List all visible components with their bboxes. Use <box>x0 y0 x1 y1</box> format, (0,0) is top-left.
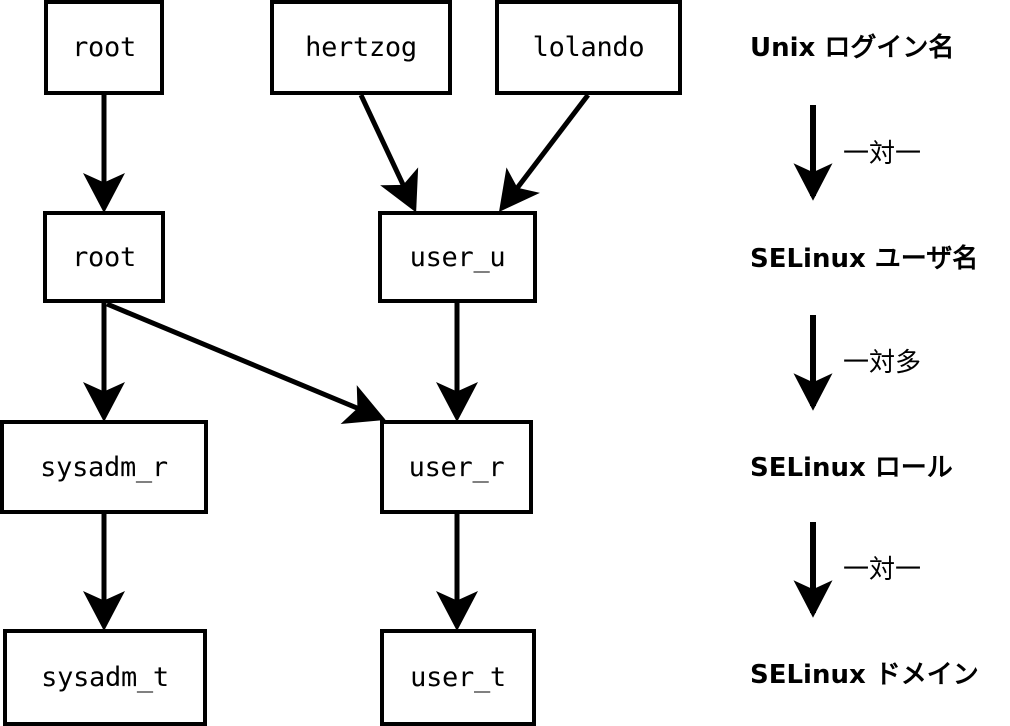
node-label: sysadm_r <box>40 451 168 483</box>
node-label: user_t <box>410 662 506 693</box>
relation-label-login-to-user: 一対一 <box>843 139 922 169</box>
relation-label-role-to-domain: 一対一 <box>843 555 922 585</box>
node-label: sysadm_t <box>41 662 169 693</box>
node-domain-user-t[interactable]: user_t <box>380 629 536 726</box>
node-label: root <box>72 241 136 273</box>
node-role-sysadm-r[interactable]: sysadm_r <box>0 420 208 514</box>
legend-level-selinux-user: SELinux ユーザ名 <box>750 244 979 274</box>
edge-hertzog-to-useru <box>358 93 419 213</box>
node-seuser-user-u[interactable]: user_u <box>378 211 537 303</box>
edge-seroot-to-userr <box>106 301 386 424</box>
node-label: root <box>72 32 136 63</box>
node-unix-root[interactable]: root <box>44 0 164 95</box>
node-unix-hertzog[interactable]: hertzog <box>270 0 452 95</box>
legend-level-unix-login: Unix ログイン名 <box>750 33 955 63</box>
node-unix-lolando[interactable]: lolando <box>495 0 682 95</box>
legend-level-selinux-domain: SELinux ドメイン <box>750 660 979 690</box>
node-label: user_r <box>408 451 505 483</box>
legend-level-selinux-role: SELinux ロール <box>750 453 953 483</box>
node-label: user_u <box>409 241 506 273</box>
relation-label-user-to-role: 一対多 <box>843 348 922 378</box>
node-seuser-root[interactable]: root <box>43 211 165 303</box>
edge-lolando-to-useru <box>498 93 590 212</box>
node-label: lolando <box>532 32 645 63</box>
node-role-user-r[interactable]: user_r <box>380 420 533 514</box>
node-label: hertzog <box>305 32 417 63</box>
node-domain-sysadm-t[interactable]: sysadm_t <box>3 629 207 726</box>
